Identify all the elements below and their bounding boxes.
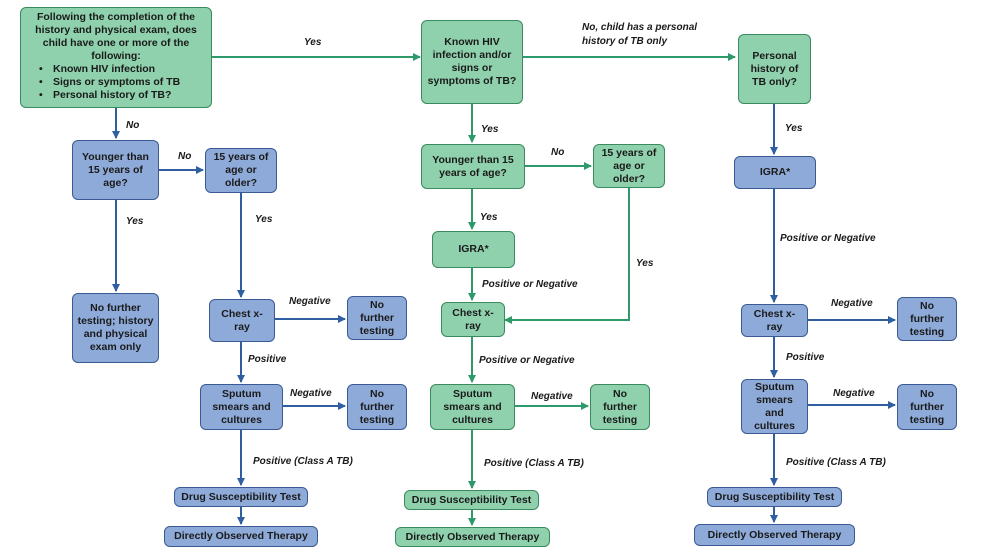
right-chest-xray-node: Chest x-ray <box>741 304 808 337</box>
label-left-cxr-negative: Negative <box>289 296 331 307</box>
label-mid-younger-no: No <box>551 147 565 158</box>
left-chest-xray-node: Chest x-ray <box>209 299 275 342</box>
left-older-node: 15 years of age or older? <box>205 148 277 193</box>
mid-younger-node: Younger than 15 years of age? <box>421 144 525 189</box>
start-question-node: Following the completion of the history … <box>20 7 212 108</box>
personal-history-node: Personal history of TB only? <box>738 34 811 104</box>
mid-dot-node: Directly Observed Therapy <box>395 527 550 547</box>
label-mid-sputum-negative: Negative <box>531 391 573 402</box>
label-right-igra-result: Positive or Negative <box>780 233 876 244</box>
start-bullet-item: Personal history of TB? <box>39 89 203 102</box>
label-mid-sputum-positive: Positive (Class A TB) <box>484 458 584 469</box>
label-right-sputum-positive: Positive (Class A TB) <box>786 457 886 468</box>
label-mid-igra-result: Positive or Negative <box>482 279 578 290</box>
mid-chest-xray-node: Chest x-ray <box>441 302 505 337</box>
label-left-sputum-negative: Negative <box>290 388 332 399</box>
left-younger-node: Younger than 15 years of age? <box>72 140 159 200</box>
left-sputum-no-further-node: No further testing <box>347 384 407 430</box>
left-dst-node: Drug Susceptibility Test <box>174 487 308 507</box>
label-hiv-no-history: No, child has a personal history of TB o… <box>582 22 698 47</box>
right-igra-node: IGRA* <box>734 156 816 189</box>
label-start-no: No <box>126 120 140 131</box>
mid-older-node: 15 years of age or older? <box>593 144 665 188</box>
start-bullet-list: Known HIV infection Signs or symptoms of… <box>29 63 203 102</box>
mid-sputum-no-further-node: No further testing <box>590 384 650 430</box>
label-mid-cxr-result: Positive or Negative <box>479 355 575 366</box>
label-right-cxr-negative: Negative <box>831 298 873 309</box>
mid-dst-node: Drug Susceptibility Test <box>404 490 539 510</box>
label-right-history-yes: Yes <box>785 123 803 134</box>
right-sputum-node: Sputum smears and cultures <box>741 379 808 434</box>
right-sputum-no-further-node: No further testing <box>897 384 957 430</box>
label-left-younger-no: No <box>178 151 192 162</box>
left-sputum-node: Sputum smears and cultures <box>200 384 283 430</box>
right-dst-node: Drug Susceptibility Test <box>707 487 842 507</box>
label-right-cxr-positive: Positive <box>786 352 825 363</box>
label-left-younger-yes: Yes <box>126 216 144 227</box>
label-left-cxr-positive: Positive <box>248 354 287 365</box>
label-right-sputum-negative: Negative <box>833 388 875 399</box>
known-hiv-node: Known HIV infection and/or signs or symp… <box>421 20 523 104</box>
left-dot-node: Directly Observed Therapy <box>164 526 318 547</box>
left-no-testing-node: No further testing; history and physical… <box>72 293 159 363</box>
right-cxr-no-further-node: No further testing <box>897 297 957 341</box>
label-left-sputum-positive: Positive (Class A TB) <box>253 456 353 467</box>
left-cxr-no-further-node: No further testing <box>347 296 407 340</box>
mid-igra-node: IGRA* <box>432 231 515 268</box>
start-bullet-item: Signs or symptoms of TB <box>39 76 203 89</box>
start-question-text: Following the completion of the history … <box>35 11 197 62</box>
label-start-yes: Yes <box>304 37 322 48</box>
mid-sputum-node: Sputum smears and cultures <box>430 384 515 430</box>
label-mid-hiv-yes: Yes <box>481 124 499 135</box>
right-dot-node: Directly Observed Therapy <box>694 524 855 546</box>
start-bullet-item: Known HIV infection <box>39 63 203 76</box>
label-left-older-yes: Yes <box>255 214 273 225</box>
edge-mid-older-to-cxr <box>504 188 630 324</box>
label-mid-younger-yes: Yes <box>480 212 498 223</box>
label-mid-older-yes: Yes <box>636 258 654 269</box>
